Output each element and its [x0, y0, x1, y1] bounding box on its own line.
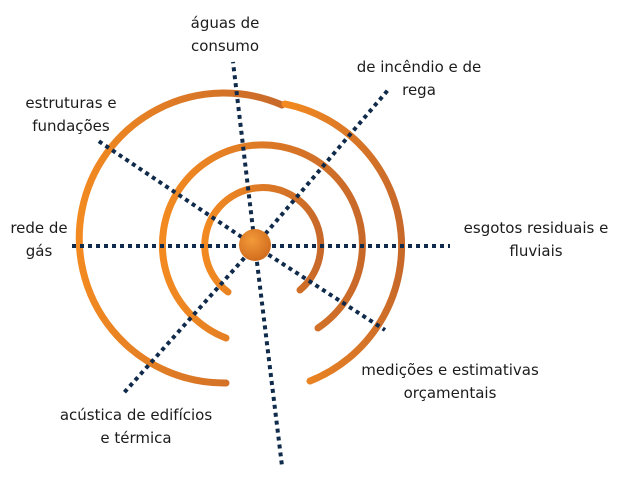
label-line: fundações — [32, 117, 110, 135]
label-line: gás — [25, 242, 53, 260]
label-line: orçamentais — [403, 384, 497, 402]
spokes — [72, 61, 450, 467]
label-line: acústica de edifícios — [59, 406, 213, 424]
center-hub — [239, 229, 271, 261]
label-line: estruturas e — [25, 94, 117, 112]
middle-ring-arc — [158, 141, 366, 342]
outer-ring-arc-right — [281, 100, 406, 385]
label-rede-de-gas: rede de gás — [0, 217, 78, 263]
label-line: fluviais — [509, 242, 563, 260]
label-line: rede de — [10, 219, 68, 237]
label-acustica-e-termica: acústica de edifícios e térmica — [46, 404, 226, 450]
label-line: medições e estimativas — [361, 361, 539, 379]
spoke-medicoes — [253, 244, 387, 332]
spoke-acustica — [120, 244, 257, 397]
inner-ring-arc — [201, 184, 325, 296]
label-estruturas-e-fundacoes: estruturas e fundações — [8, 92, 134, 138]
label-line: de incêndio e de — [356, 58, 482, 76]
spoke-incendio — [253, 88, 390, 248]
outer-ring-arc-left — [75, 89, 286, 387]
label-line: águas de — [190, 14, 260, 32]
spoke-aguas — [231, 61, 257, 247]
spoke-bottom — [253, 245, 284, 467]
label-line: e térmica — [100, 429, 172, 447]
label-line: esgotos residuais e — [463, 219, 609, 237]
label-esgotos-residuais-e-fluviais: esgotos residuais e fluviais — [450, 217, 622, 263]
label-line: consumo — [190, 37, 260, 55]
label-incendio-e-rega: de incêndio e de rega — [334, 56, 504, 102]
label-aguas-de-consumo: águas de consumo — [165, 12, 285, 58]
label-medicoes-e-estimativas: medições e estimativas orçamentais — [350, 359, 550, 405]
rings — [75, 89, 406, 387]
label-line: rega — [402, 81, 436, 99]
